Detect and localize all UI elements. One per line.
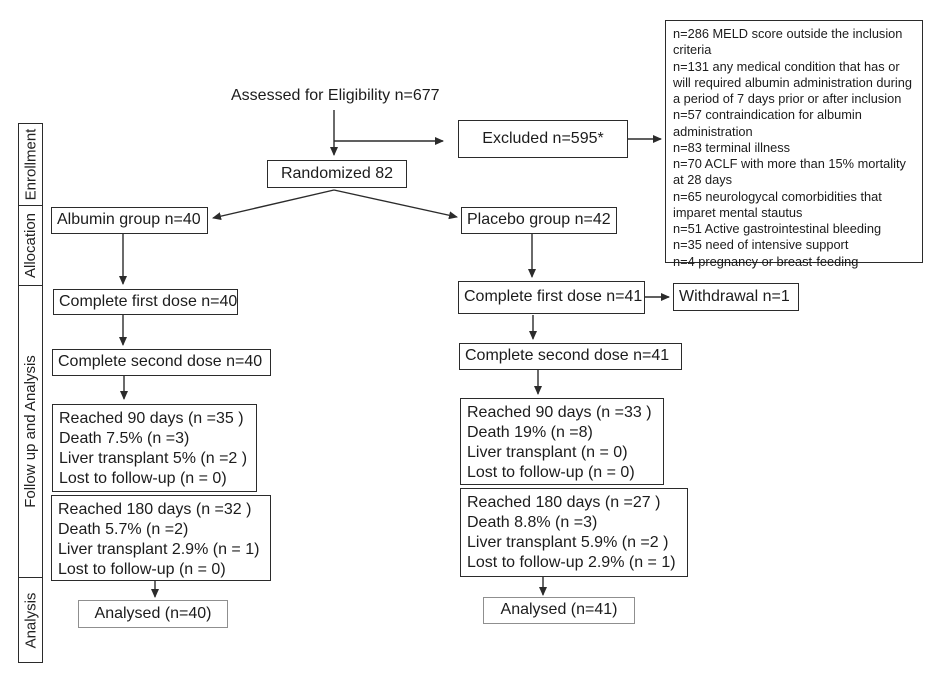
stage-allocation: Allocation [18, 205, 43, 286]
outcome-line: Death 8.8% (n =3) [467, 514, 598, 531]
assessed-eligibility-text: Assessed for Eligibility n=677 [231, 87, 440, 104]
placebo-first-dose-box: Complete first dose n=41 [458, 281, 645, 314]
stage-followup-analysis: Follow up and Analysis [18, 285, 43, 578]
exclusion-reason: n=286 MELD score outside the inclusion c… [673, 26, 903, 58]
randomized-box: Randomized 82 [267, 160, 407, 188]
exclusion-reason: n=4 pregnancy or breast-feeding [673, 253, 859, 269]
albumin-first-dose-box: Complete first dose n=40 [53, 289, 238, 315]
stage-followup-analysis-label: Follow up and Analysis [22, 355, 39, 508]
exclusion-reason: n=83 terminal illness [673, 139, 791, 155]
exclusion-reason: n=51 Active gastrointestinal bleeding [673, 221, 882, 236]
stage-enrollment: Enrollment [18, 123, 43, 206]
placebo-180day-box: Reached 180 days (n =27 ) Death 8.8% (n … [460, 488, 688, 577]
exclusion-reason: n=131 any medical condition that has or … [673, 58, 912, 107]
stage-enrollment-label: Enrollment [22, 128, 40, 201]
outcome-line: Reached 90 days (n =35 ) [59, 410, 244, 427]
outcome-line: Lost to follow-up (n = 0) [467, 464, 635, 481]
albumin-90day-box: Reached 90 days (n =35 ) Death 7.5% (n =… [52, 404, 257, 492]
outcome-line: Reached 180 days (n =32 ) [58, 501, 252, 518]
albumin-180day-box: Reached 180 days (n =32 ) Death 5.7% (n … [51, 495, 271, 581]
withdrawal-box: Withdrawal n=1 [673, 283, 799, 311]
albumin-analysed-box: Analysed (n=40) [78, 600, 228, 628]
outcome-line: Lost to follow-up (n = 0) [58, 561, 226, 578]
outcome-line: Death 19% (n =8) [467, 424, 593, 441]
outcome-line: Death 7.5% (n =3) [59, 430, 190, 447]
albumin-second-dose-box: Complete second dose n=40 [52, 349, 271, 376]
outcome-line: Liver transplant (n = 0) [467, 444, 628, 461]
outcome-line: Lost to follow-up (n = 0) [59, 470, 227, 487]
exclusion-reasons-box: n=286 MELD score outside the inclusion c… [665, 20, 923, 269]
exclusion-reason: n=35 need of intensive support [673, 237, 849, 253]
exclusion-reason: n=70 ACLF with more than 15% mortality a… [673, 156, 906, 188]
exclusion-reason: n=65 neurologycal comorbidities that imp… [673, 188, 882, 220]
placebo-second-dose-box: Complete second dose n=41 [459, 343, 682, 370]
stage-allocation-label: Allocation [22, 212, 40, 279]
outcome-line: Liver transplant 5.9% (n =2 ) [467, 534, 669, 551]
outcome-line: Liver transplant 2.9% (n = 1) [58, 541, 260, 558]
outcome-line: Reached 90 days (n =33 ) [467, 404, 652, 421]
stage-analysis-label: Analysis [22, 592, 40, 648]
albumin-group-box: Albumin group n=40 [51, 207, 208, 234]
outcome-line: Liver transplant 5% (n =2 ) [59, 450, 248, 467]
outcome-line: Reached 180 days (n =27 ) [467, 494, 661, 511]
placebo-90day-box: Reached 90 days (n =33 ) Death 19% (n =8… [460, 398, 664, 485]
exclusion-reason: n=57 contraindication for albumin admini… [673, 107, 862, 139]
excluded-box: Excluded n=595* [458, 120, 628, 158]
placebo-group-box: Placebo group n=42 [461, 207, 617, 234]
outcome-line: Lost to follow-up 2.9% (n = 1) [467, 554, 676, 571]
outcome-line: Death 5.7% (n =2) [58, 521, 189, 538]
placebo-analysed-box: Analysed (n=41) [483, 597, 635, 624]
stage-analysis: Analysis [18, 577, 43, 663]
